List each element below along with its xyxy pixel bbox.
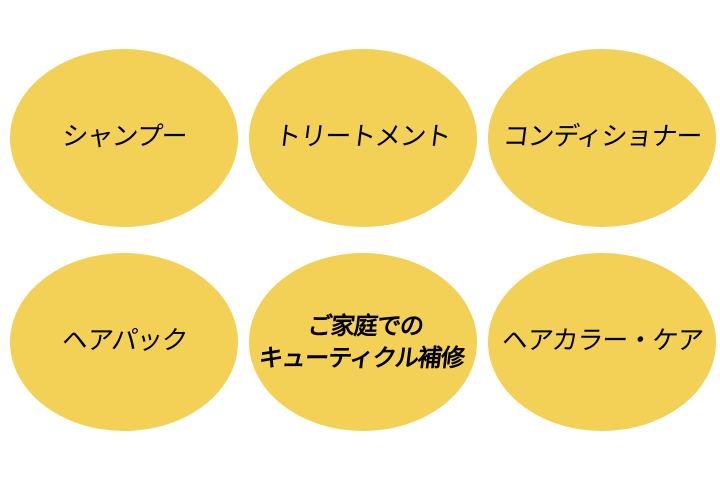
bubble-shampoo-label: シャンプー <box>60 122 189 153</box>
bubble-home-cuticle-repair-line1: ご家庭での <box>305 310 425 340</box>
bubble-shampoo: シャンプー <box>10 49 238 227</box>
bubble-hair-pack: ヘアパック <box>10 253 238 431</box>
bubble-home-cuticle-repair-line2: キューティクル補修 <box>256 343 466 372</box>
bubble-treatment: トリートメント <box>249 49 477 227</box>
bubble-hair-pack-label: ヘアパック <box>60 326 189 357</box>
bubble-treatment-label: トリートメント <box>273 122 453 153</box>
bubble-home-cuticle-repair: ご家庭での キューティクル補修 <box>249 253 477 431</box>
bubble-hair-color-care: ヘアカラー・ケア <box>488 253 716 431</box>
bubble-conditioner: コンディショナー <box>488 49 716 227</box>
bubble-conditioner-label: コンディショナー <box>501 122 704 153</box>
bubble-hair-color-care-label: ヘアカラー・ケア <box>500 326 704 357</box>
bubble-home-cuticle-repair-label: ご家庭での キューティクル補修 <box>257 310 470 375</box>
